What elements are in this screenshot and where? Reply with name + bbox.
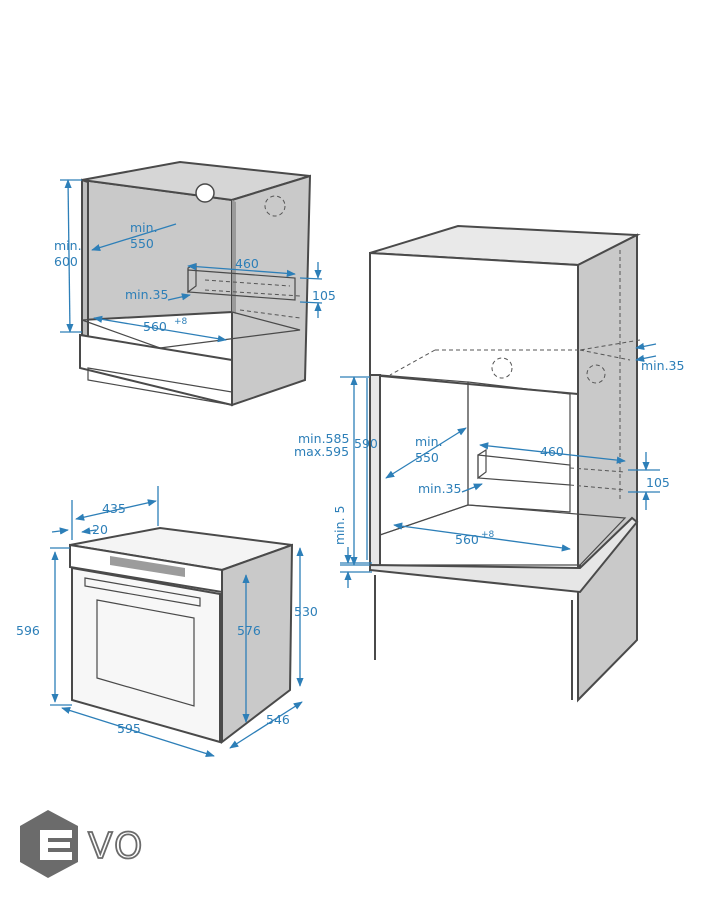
tall-unit-cabinet	[369, 224, 641, 703]
tall-vent-width: 460	[540, 444, 564, 459]
uc-vent-min: min.35	[125, 287, 168, 302]
tall-width-tolerance: +8	[481, 530, 495, 540]
logo-text: VO	[88, 826, 144, 867]
under-counter-cabinet	[79, 160, 312, 407]
tall-cable-hole-icon	[491, 357, 513, 379]
tall-width-value: 560	[455, 532, 479, 547]
cable-hole-icon	[195, 183, 215, 203]
oven-side-height: 530	[294, 604, 318, 619]
tall-depth-min: min.	[415, 434, 443, 449]
uc-width-value: 560	[143, 319, 167, 334]
oven-appliance	[69, 526, 294, 745]
uc-depth-value: 550	[130, 236, 154, 251]
brand-logo: VO	[20, 810, 144, 878]
tall-cable-hole-side-icon	[586, 364, 606, 384]
tall-height-min: min.585	[298, 431, 349, 446]
uc-width-tolerance: +8	[174, 317, 188, 327]
uc-depth-min-label: min.	[130, 220, 158, 235]
oven-front-height: 576	[237, 623, 261, 638]
oven-height: 596	[16, 623, 40, 638]
hexagon-e-logo-icon	[20, 810, 78, 878]
tall-height-value: 590	[354, 436, 378, 451]
uc-vent-height: 105	[312, 288, 336, 303]
oven-panel-gap: 20	[92, 522, 108, 537]
oven-width: 595	[117, 721, 141, 736]
tall-vent-height: 105	[646, 475, 670, 490]
uc-vent-width: 460	[235, 256, 259, 271]
oven-dimensions: 435 20 596 576 530 595 546	[16, 486, 318, 758]
oven-depth-top: 435	[102, 501, 126, 516]
uc-height-value: 600	[54, 254, 78, 269]
tall-height-max: max.595	[294, 444, 349, 459]
cable-hole-hidden-icon	[264, 195, 286, 217]
tall-unit-dimensions: min.35 min.585 max.595 590 min. 550 460 …	[294, 342, 684, 588]
tall-top-gap: min.35	[641, 358, 684, 373]
under-counter-dimensions: min. 600 min. 550 460 min.35 105 560 +8	[54, 179, 336, 343]
tall-depth-value: 550	[415, 450, 439, 465]
uc-height-min-label: min.	[54, 238, 82, 253]
oven-depth: 546	[266, 712, 290, 727]
tall-floor-gap: min. 5	[332, 506, 347, 545]
tall-vent-min: min.35	[418, 481, 461, 496]
